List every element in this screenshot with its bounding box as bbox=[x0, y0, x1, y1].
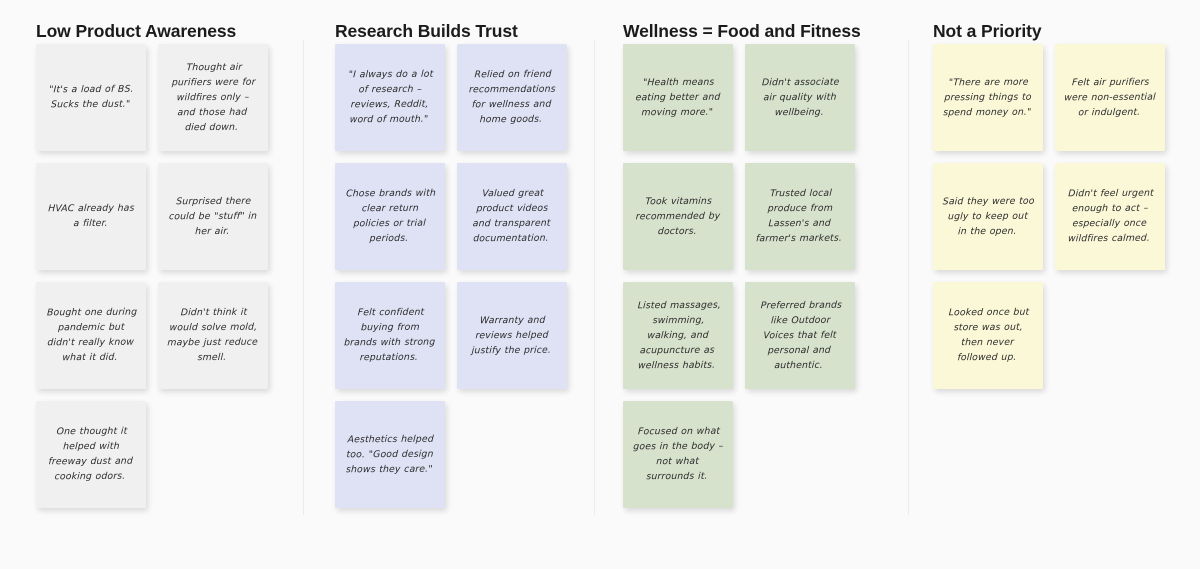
sticky-note-text: "It's a load of BS. Sucks the dust." bbox=[48, 84, 134, 111]
sticky-note-text: Didn't think it would solve mold, maybe … bbox=[167, 307, 259, 364]
sticky-note-text: Looked once but store was out, then neve… bbox=[948, 307, 1030, 364]
sticky-note[interactable]: Didn't associate air quality with wellbe… bbox=[745, 44, 855, 151]
column-4: Not a Priority "There are more pressing t… bbox=[908, 0, 1200, 569]
sticky-note-text: Warranty and reviews helped justify the … bbox=[471, 314, 552, 357]
sticky-note-text: Thought air purifiers were for wildfires… bbox=[171, 61, 256, 134]
sticky-note[interactable]: Felt confident buying from brands with s… bbox=[335, 282, 445, 389]
column-divider bbox=[908, 40, 909, 515]
sticky-note[interactable]: HVAC already has a filter. bbox=[36, 163, 146, 270]
sticky-note-text: Preferred brands like Outdoor Voices tha… bbox=[760, 299, 843, 372]
sticky-note[interactable]: Trusted local produce from Lassen's and … bbox=[745, 163, 855, 270]
sticky-note-text: "There are more pressing things to spend… bbox=[942, 76, 1032, 119]
sticky-note[interactable]: Bought one during pandemic but didn't re… bbox=[36, 282, 146, 389]
sticky-note[interactable]: Valued great product videos and transpar… bbox=[457, 163, 567, 270]
note-group: "It's a load of BS. Sucks the dust." Thou… bbox=[36, 44, 293, 520]
column-title: Research Builds Trust bbox=[335, 21, 518, 41]
column-divider bbox=[303, 40, 304, 515]
sticky-note[interactable]: Thought air purifiers were for wildfires… bbox=[158, 44, 268, 151]
sticky-note-text: Felt air purifiers were non-essential or… bbox=[1064, 76, 1156, 119]
column-title: Not a Priority bbox=[933, 21, 1042, 41]
note-group: "I always do a lot of research – reviews… bbox=[335, 44, 588, 520]
sticky-note[interactable]: Listed massages, swimming, walking, and … bbox=[623, 282, 733, 389]
sticky-note-text: Relied on friend recommendations for wel… bbox=[468, 69, 556, 126]
sticky-note[interactable]: "I always do a lot of research – reviews… bbox=[335, 44, 445, 151]
sticky-note[interactable]: Relied on friend recommendations for wel… bbox=[457, 44, 567, 151]
note-group: "Health means eating better and moving m… bbox=[623, 44, 900, 520]
sticky-note-text: HVAC already has a filter. bbox=[47, 203, 135, 230]
sticky-note-text: Felt confident buying from brands with s… bbox=[343, 307, 436, 364]
sticky-note[interactable]: Didn't feel urgent enough to act – espec… bbox=[1055, 163, 1165, 270]
sticky-note[interactable]: Said they were too ugly to keep out in t… bbox=[933, 163, 1043, 270]
sticky-note[interactable]: "It's a load of BS. Sucks the dust." bbox=[36, 44, 146, 151]
sticky-note-text: Surprised there could be "stuff" in her … bbox=[168, 195, 258, 238]
sticky-note[interactable]: Aesthetics helped too. "Good design show… bbox=[335, 401, 445, 508]
column-3: Wellness = Food and Fitness "Health means… bbox=[594, 0, 908, 569]
sticky-note[interactable]: Took vitamins recommended by doctors. bbox=[623, 163, 733, 270]
column-divider bbox=[594, 40, 595, 515]
note-group: "There are more pressing things to spend… bbox=[933, 44, 1194, 401]
sticky-note-text: Aesthetics helped too. "Good design show… bbox=[345, 433, 434, 476]
sticky-note[interactable]: Didn't think it would solve mold, maybe … bbox=[158, 282, 268, 389]
sticky-note[interactable]: Focused on what goes in the body – not w… bbox=[623, 401, 733, 508]
sticky-note-text: Valued great product videos and transpar… bbox=[472, 188, 551, 245]
sticky-note-text: Bought one during pandemic but didn't re… bbox=[46, 307, 138, 364]
sticky-note-text: Didn't associate air quality with wellbe… bbox=[761, 76, 840, 119]
sticky-note-text: Chose brands with clear return policies … bbox=[345, 188, 437, 245]
sticky-note[interactable]: Surprised there could be "stuff" in her … bbox=[158, 163, 268, 270]
sticky-note-text: Said they were too ugly to keep out in t… bbox=[942, 195, 1035, 238]
sticky-note-text: Focused on what goes in the body – not w… bbox=[633, 426, 724, 483]
sticky-note[interactable]: "There are more pressing things to spend… bbox=[933, 44, 1043, 151]
sticky-note[interactable]: Warranty and reviews helped justify the … bbox=[457, 282, 567, 389]
sticky-note-text: One thought it helped with freeway dust … bbox=[48, 426, 134, 483]
sticky-note-text: Trusted local produce from Lassen's and … bbox=[755, 188, 843, 245]
sticky-note[interactable]: Felt air purifiers were non-essential or… bbox=[1055, 44, 1165, 151]
sticky-note[interactable]: Looked once but store was out, then neve… bbox=[933, 282, 1043, 389]
column-2: Research Builds Trust "I always do a lot … bbox=[303, 0, 594, 569]
sticky-note-text: Didn't feel urgent enough to act – espec… bbox=[1067, 188, 1155, 245]
sticky-note-text: "Health means eating better and moving m… bbox=[635, 76, 721, 119]
sticky-note-text: "I always do a lot of research – reviews… bbox=[348, 69, 434, 126]
column-title: Wellness = Food and Fitness bbox=[623, 21, 861, 41]
sticky-note[interactable]: Preferred brands like Outdoor Voices tha… bbox=[745, 282, 855, 389]
sticky-note[interactable]: "Health means eating better and moving m… bbox=[623, 44, 733, 151]
column-title: Low Product Awareness bbox=[36, 21, 237, 41]
sticky-note[interactable]: Chose brands with clear return policies … bbox=[335, 163, 445, 270]
sticky-note-text: Listed massages, swimming, walking, and … bbox=[637, 299, 722, 372]
sticky-note[interactable]: One thought it helped with freeway dust … bbox=[36, 401, 146, 508]
column-1: Low Product Awareness "It's a load of BS.… bbox=[0, 0, 303, 569]
sticky-note-text: Took vitamins recommended by doctors. bbox=[635, 195, 721, 238]
